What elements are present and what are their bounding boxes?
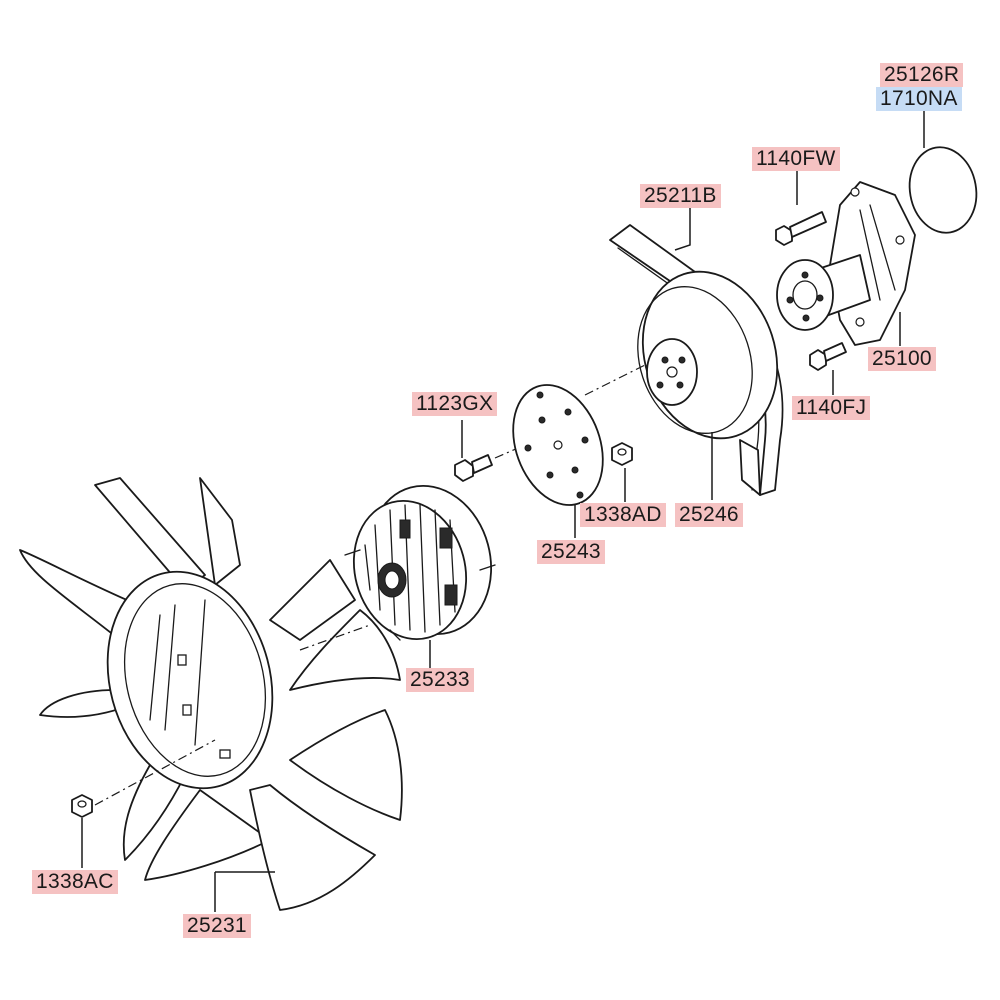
label-25246: 25246 [675,503,743,527]
water-pump [776,181,916,346]
label-25243: 25243 [537,540,605,564]
cooling-fan [19,477,403,911]
spacer-plate [512,384,604,506]
o-ring-gasket [908,146,978,234]
label-25100: 25100 [868,347,936,371]
label-25126r: 25126R [880,63,964,87]
bolt-1140fw [775,211,827,246]
bolt-1140fj [809,342,847,371]
label-1338ad: 1338AD [580,503,666,527]
label-1710na: 1710NA [876,87,962,111]
bolt-1123gx [454,454,493,482]
label-25211b: 25211B [640,184,721,208]
label-1140fw: 1140FW [752,147,840,171]
nut-1338ac [71,794,93,818]
water-pump-pulley [637,270,779,440]
label-25233: 25233 [406,668,474,692]
nut-1338ad [611,442,633,466]
label-25231: 25231 [183,914,251,938]
leader-lines [81,110,925,912]
label-1123gx: 1123GX [412,392,498,416]
fan-clutch [344,485,496,641]
label-1338ac: 1338AC [32,870,118,894]
label-1140fj: 1140FJ [792,396,871,420]
